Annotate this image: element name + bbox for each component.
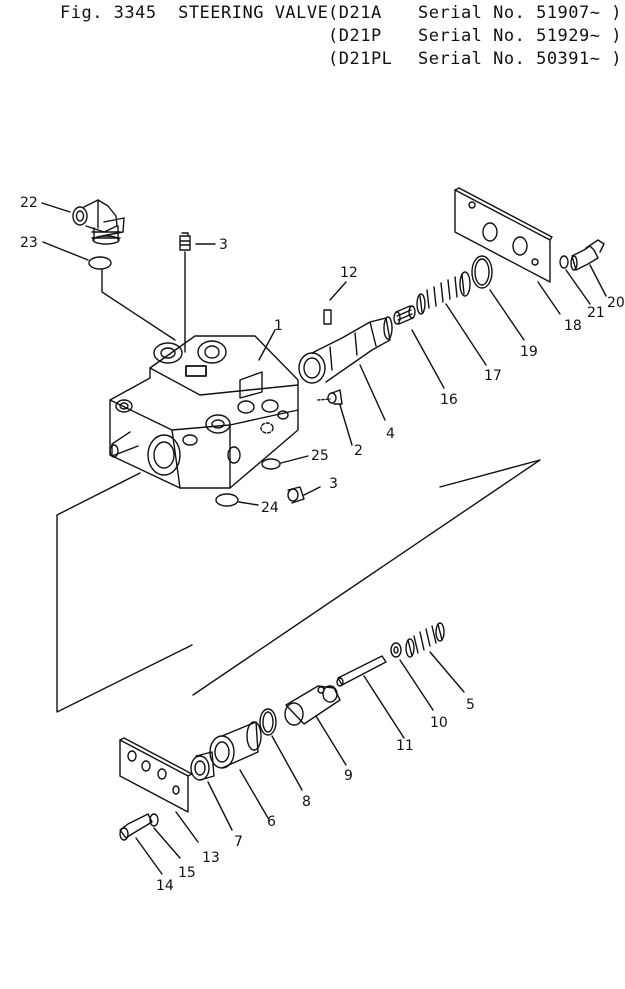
- callout-11: 11: [396, 738, 414, 754]
- part-10-washer: [390, 642, 434, 711]
- callout-21: 21: [587, 305, 605, 321]
- assembly-lines: [56, 459, 541, 713]
- callout-9: 9: [344, 768, 353, 784]
- model-d21pl: (D21PL: [328, 49, 393, 69]
- callout-3-top: 3: [219, 237, 228, 253]
- callout-3-bottom: 3: [329, 476, 338, 492]
- part-8-o-ring: [259, 708, 303, 791]
- leader-23: [101, 269, 176, 341]
- part-6-cylinder-cap: [209, 721, 269, 819]
- leader-22: [41, 202, 71, 213]
- callout-18: 18: [564, 318, 582, 334]
- serial-d21p: Serial No. 51929~ ): [418, 26, 622, 46]
- serial-d21a: Serial No. 51907~ ): [418, 3, 622, 23]
- part-11-rod: [336, 655, 405, 739]
- part-21-washer: [559, 255, 591, 305]
- callout-5: 5: [466, 697, 475, 713]
- part-13-plate: [119, 737, 199, 843]
- part-17-large-spring: [416, 271, 487, 366]
- callout-6: 6: [267, 814, 276, 830]
- part-3-plug-top: [179, 232, 191, 251]
- part-18-cover-plate: [454, 187, 561, 315]
- callout-13: 13: [202, 850, 220, 866]
- callout-25: 25: [311, 448, 329, 464]
- part-23-o-ring: [88, 256, 112, 270]
- callout-17: 17: [484, 368, 502, 384]
- part-2-bolt: [317, 389, 353, 446]
- callout-20: 20: [607, 295, 625, 311]
- leader-1: [258, 329, 276, 361]
- callout-23: 23: [20, 235, 38, 251]
- part-25-dashed-port: [260, 422, 274, 434]
- callout-19: 19: [520, 344, 538, 360]
- part-5-spring: [405, 622, 465, 693]
- callout-14: 14: [156, 878, 174, 894]
- part-25-o-ring: [261, 458, 281, 470]
- part-16-small-spring: [393, 305, 445, 389]
- callout-24: 24: [261, 500, 279, 516]
- callout-10: 10: [430, 715, 448, 731]
- model-d21p: (D21P: [328, 26, 382, 46]
- part-1-valve-body: [109, 335, 299, 489]
- callout-7: 7: [234, 834, 243, 850]
- callout-8: 8: [302, 794, 311, 810]
- figure-title: Fig. 3345 STEERING VALVE: [60, 3, 329, 23]
- part-19-o-ring: [471, 255, 525, 341]
- part-3-plug-bottom: [287, 486, 321, 504]
- callout-2: 2: [354, 443, 363, 459]
- callout-1: 1: [274, 318, 283, 334]
- callout-22: 22: [20, 195, 38, 211]
- part-9-piston: [284, 685, 347, 766]
- part-15-washer: [149, 813, 181, 859]
- part-24-o-ring: [215, 493, 239, 507]
- part-12-pin: [323, 281, 347, 325]
- part-14-bolt: [119, 813, 163, 875]
- part-22-elbow-fitting: [72, 199, 125, 245]
- part-4-spool: [298, 316, 393, 421]
- model-d21a: (D21A: [328, 3, 382, 23]
- callout-12: 12: [340, 265, 358, 281]
- callout-16: 16: [440, 392, 458, 408]
- serial-d21pl: Serial No. 50391~ ): [418, 49, 622, 69]
- callout-4: 4: [386, 426, 395, 442]
- part-20-bolt: [570, 239, 607, 297]
- part-7-nut: [190, 751, 233, 831]
- leader-23b: [42, 241, 89, 261]
- callout-15: 15: [178, 865, 196, 881]
